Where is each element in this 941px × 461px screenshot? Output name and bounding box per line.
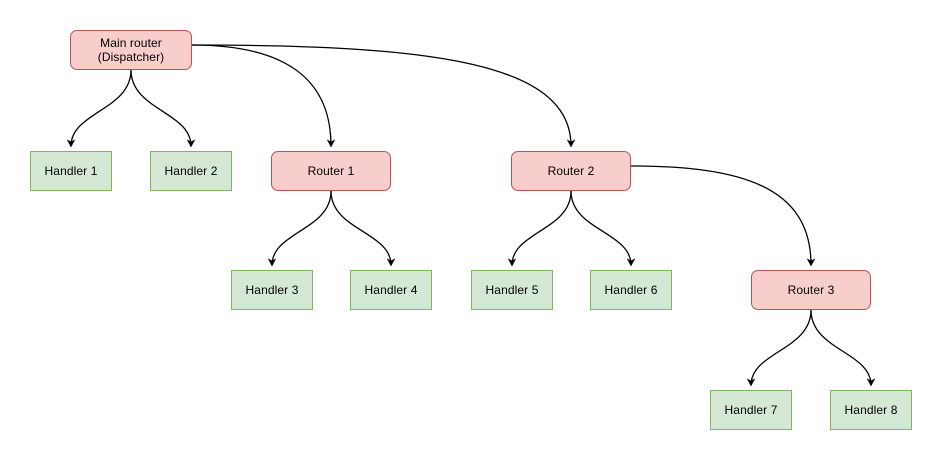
- node-label-handler-4: Handler 4: [364, 283, 418, 297]
- node-label-handler-6: Handler 6: [604, 283, 658, 297]
- node-label-handler-3: Handler 3: [245, 283, 299, 297]
- node-handler-6[interactable]: Handler 6: [590, 270, 672, 310]
- node-router-1[interactable]: Router 1: [271, 151, 391, 191]
- node-main-router[interactable]: Main router (Dispatcher): [70, 30, 192, 70]
- node-label-handler-2: Handler 2: [164, 164, 218, 178]
- edge-router-1-to-handler-4: [330, 190, 391, 265]
- node-handler-5[interactable]: Handler 5: [471, 270, 553, 310]
- edge-main-to-handler-2: [130, 69, 191, 146]
- node-router-3[interactable]: Router 3: [751, 270, 871, 310]
- edge-router-3-to-handler-8: [810, 309, 871, 385]
- edge-main-to-router-1: [191, 44, 331, 146]
- node-label-router-2: Router 2: [547, 164, 595, 178]
- node-handler-8[interactable]: Handler 8: [830, 390, 912, 430]
- edge-main-to-handler-1: [71, 69, 132, 146]
- edge-router-1-to-handler-3: [272, 190, 332, 265]
- edges-group: [71, 44, 871, 385]
- edge-router-2-to-handler-6: [570, 190, 631, 265]
- node-handler-7[interactable]: Handler 7: [710, 390, 792, 430]
- node-label-router-1: Router 1: [307, 164, 355, 178]
- node-label-handler-8: Handler 8: [844, 403, 898, 417]
- edge-router-3-to-handler-7: [751, 309, 812, 385]
- edge-router-2-to-handler-5: [512, 190, 572, 265]
- edge-main-to-router-2: [191, 44, 571, 146]
- node-router-2[interactable]: Router 2: [511, 151, 631, 191]
- node-label-handler-1: Handler 1: [44, 164, 98, 178]
- node-handler-3[interactable]: Handler 3: [231, 270, 313, 310]
- node-handler-4[interactable]: Handler 4: [350, 270, 432, 310]
- node-handler-2[interactable]: Handler 2: [150, 151, 232, 191]
- edge-router-2-to-router-3: [630, 165, 811, 265]
- node-label-router-3: Router 3: [787, 283, 835, 297]
- node-label-handler-7: Handler 7: [724, 403, 778, 417]
- node-handler-1[interactable]: Handler 1: [30, 151, 112, 191]
- node-label-handler-5: Handler 5: [485, 283, 539, 297]
- node-label-main-router: Main router (Dispatcher): [97, 36, 165, 64]
